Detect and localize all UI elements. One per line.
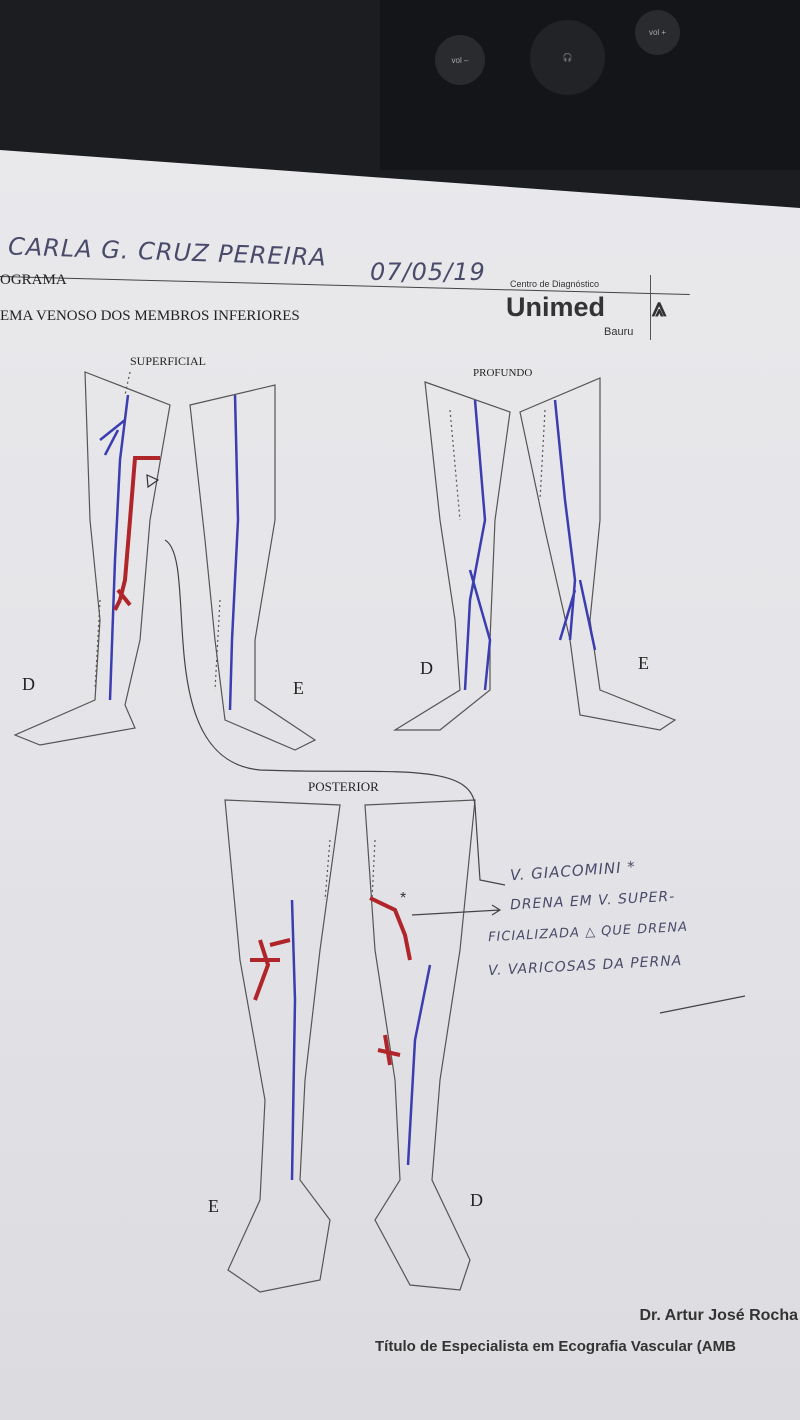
unimed-tree-icon: ⩓	[652, 292, 667, 322]
leg-deep-left	[519, 377, 677, 731]
veins-blue	[99, 394, 597, 1181]
veins-varicose-red	[113, 456, 412, 1066]
annotation-underline	[659, 995, 746, 1014]
unimed-logo: Unimed	[506, 292, 606, 322]
dotted-contours	[94, 371, 546, 901]
doctor-title: Título de Especialista em Ecografia Vasc…	[375, 1338, 736, 1355]
connector-curve	[164, 539, 506, 886]
side-e-superficial: E	[293, 678, 304, 698]
exam-date: 07/05/19	[370, 258, 486, 286]
leg-superficial-left	[189, 384, 317, 751]
logo-caption: Centro de Diagnóstico	[510, 279, 600, 289]
label-posterior: POSTERIOR	[308, 779, 379, 794]
title-line2: EMA VENOSO DOS MEMBROS INFERIORES	[0, 308, 300, 324]
label-superficial: SUPERFICIAL	[130, 354, 207, 368]
label-profundo: PROFUNDO	[473, 367, 533, 379]
headset-icon: 🎧	[530, 20, 605, 95]
phone-device: vol – 🎧 vol +	[380, 0, 800, 170]
side-d-posterior: D	[470, 1190, 483, 1210]
leg-deep-right	[392, 381, 511, 731]
leg-posterior-right	[364, 799, 476, 1291]
exam-sheet	[0, 150, 800, 1420]
logo-city: Bauru	[604, 326, 634, 338]
triangle-marker-icon	[146, 474, 160, 489]
side-e-posterior: E	[208, 1196, 219, 1216]
volume-up-button: vol +	[635, 10, 680, 55]
doctor-name: Dr. Artur José Rocha	[639, 1307, 798, 1324]
annotation-arrow	[411, 904, 502, 916]
leg-posterior-left	[224, 799, 341, 1293]
side-d-profundo: D	[420, 658, 433, 678]
side-e-profundo: E	[638, 653, 649, 673]
title-line1: OGRAMA	[0, 272, 67, 288]
side-d-superficial: D	[22, 674, 35, 694]
logo-divider	[650, 275, 651, 340]
asterisk-marker: *	[400, 890, 407, 907]
volume-down-button: vol –	[435, 35, 485, 85]
leg-superficial-right	[13, 371, 171, 746]
